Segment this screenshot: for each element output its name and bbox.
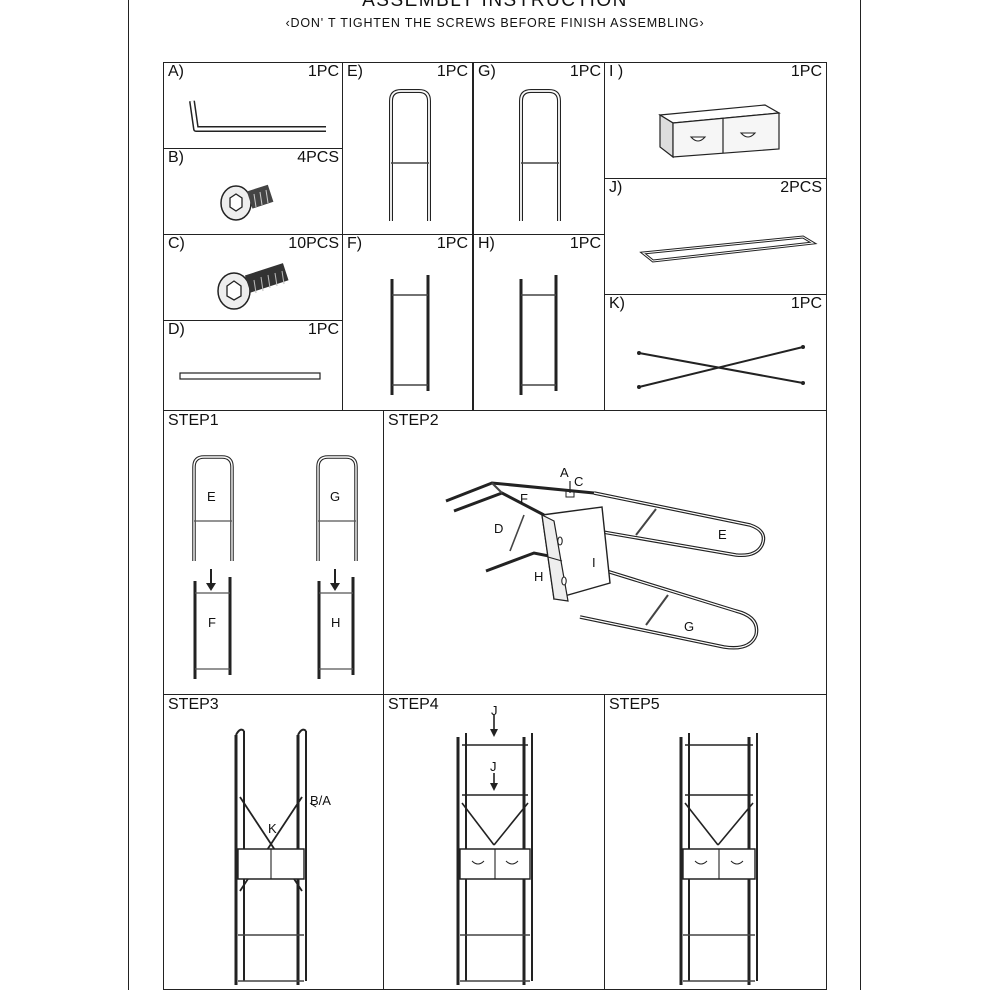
tall-frame-icon [389, 89, 431, 221]
step2-letter-i: I [592, 555, 596, 570]
part-h-cell: H) 1PC [473, 234, 606, 411]
part-b-cell: B) 4PCS [163, 148, 344, 236]
part-c-qty: 10PCS [288, 235, 339, 252]
step5-diagram [679, 733, 758, 985]
shelf-frame-icon [639, 235, 818, 263]
part-j-qty: 2PCS [780, 179, 822, 196]
step2-letter-h: H [534, 569, 544, 584]
rod-icon [179, 372, 321, 380]
part-i-cell: I ) 1PC [604, 62, 827, 180]
ladder-frame-icon [519, 275, 558, 395]
part-h-qty: 1PC [569, 235, 601, 252]
part-j-cell: J) 2PCS [604, 178, 827, 296]
step1-letter-e: E [207, 489, 216, 504]
part-f-label: F) [347, 235, 363, 252]
step1-letter-h: H [331, 615, 341, 630]
part-e-cell: E) 1PC [342, 62, 473, 236]
step5-cell: STEP5 [604, 694, 827, 990]
part-k-cell: K) 1PC [604, 294, 827, 411]
step4-cell: STEP4 J J [383, 694, 606, 990]
part-e-label: E) [347, 63, 363, 80]
part-k-label: K) [609, 295, 625, 312]
step1-cell: STEP1 E G F H [163, 410, 385, 696]
instruction-sheet [128, 0, 861, 990]
step1-letter-g: G [330, 489, 341, 504]
part-i-label: I ) [609, 63, 624, 80]
step3-letter-k: K [268, 821, 277, 836]
drawer-unit-icon [658, 104, 781, 159]
page-title: ASSEMBLY INSTRUCTION [362, 0, 628, 11]
part-d-qty: 1PC [307, 321, 339, 338]
part-f-qty: 1PC [436, 235, 468, 252]
part-c-cell: C) 10PCS [163, 234, 344, 322]
step3-letter-ba: B/A [310, 793, 331, 808]
step1-diagram [192, 455, 358, 679]
step2-diagram [445, 481, 766, 650]
step2-cell: STEP2 A C F D E H I G [383, 410, 827, 696]
step4-letter-j-mid: J [490, 759, 497, 774]
short-screw-icon [220, 184, 274, 221]
part-b-qty: 4PCS [297, 149, 339, 166]
part-f-cell: F) 1PC [342, 234, 473, 411]
part-g-qty: 1PC [569, 63, 601, 80]
step2-letter-c: C [574, 474, 584, 489]
step2-letter-d: D [494, 521, 504, 536]
step2-letter-f: F [520, 491, 528, 506]
part-d-label: D) [168, 321, 185, 338]
part-g-cell: G) 1PC [473, 62, 606, 236]
part-e-qty: 1PC [436, 63, 468, 80]
part-j-label: J) [609, 179, 623, 196]
part-b-label: B) [168, 149, 184, 166]
step3-cell: STEP3 B/A K [163, 694, 385, 990]
allen-key-icon [189, 100, 326, 132]
step1-label: STEP1 [168, 412, 219, 429]
page-subtitle: ‹DON' T TIGHTEN THE SCREWS BEFORE FINISH… [285, 16, 705, 30]
part-a-cell: A) 1PC [163, 62, 344, 150]
step2-letter-g: G [684, 619, 695, 634]
part-d-cell: D) 1PC [163, 320, 344, 411]
step3-label: STEP3 [168, 696, 219, 713]
step5-label: STEP5 [609, 696, 660, 713]
tall-frame-icon [519, 89, 561, 221]
part-k-qty: 1PC [790, 295, 822, 312]
cross-brace-icon [637, 345, 805, 389]
part-i-qty: 1PC [790, 63, 822, 80]
step3-diagram [234, 728, 317, 985]
step4-diagram [456, 715, 533, 985]
part-a-qty: 1PC [307, 63, 339, 80]
part-c-label: C) [168, 235, 185, 252]
long-screw-icon [217, 263, 289, 310]
part-g-label: G) [478, 63, 496, 80]
part-a-label: A) [168, 63, 184, 80]
step1-letter-f: F [208, 615, 216, 630]
ladder-frame-icon [390, 275, 430, 395]
step4-letter-j-top: J [491, 703, 498, 718]
step2-letter-a: A [560, 465, 569, 480]
step4-label: STEP4 [388, 696, 439, 713]
part-h-label: H) [478, 235, 495, 252]
step2-label: STEP2 [388, 412, 439, 429]
step2-letter-e: E [718, 527, 727, 542]
